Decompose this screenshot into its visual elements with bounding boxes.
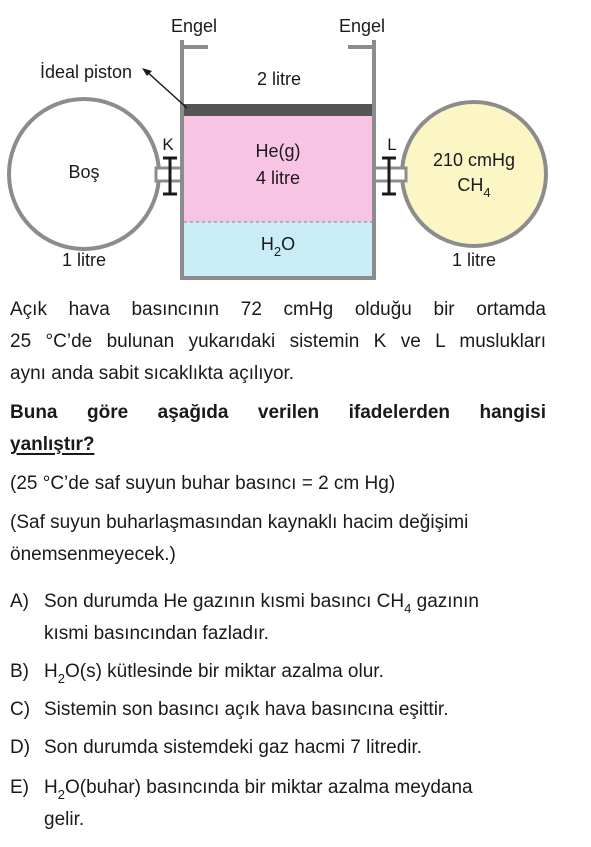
stopper-left-label: Engel xyxy=(171,16,217,36)
right-bulb-volume: 1 litre xyxy=(452,250,496,270)
gas-volume-label: 4 litre xyxy=(256,168,300,188)
note-volume-line-1: (Saf suyun buharlaşmasından kaynaklı hac… xyxy=(10,512,469,533)
right-bulb-gas: CH4 xyxy=(457,175,490,200)
question-line-2: yanlıştır? xyxy=(10,429,546,461)
question-line-1: Buna göre aşağıda verilen ifadelerden ha… xyxy=(10,402,546,423)
right-bulb-pressure: 210 cmHg xyxy=(433,150,515,170)
option-e-line-1: H2O(buhar) basıncında bir miktar azalma … xyxy=(44,777,473,802)
valve-l xyxy=(382,156,396,196)
top-volume-label: 2 litre xyxy=(257,69,301,89)
option-d-text: Son durumda sistemdeki gaz hacmi 7 litre… xyxy=(44,737,423,758)
gas-name-label: He(g) xyxy=(255,141,300,161)
stopper-right-label: Engel xyxy=(339,16,385,36)
ideal-piston xyxy=(184,104,372,116)
apparatus-diagram: Engel Engel İdeal piston 2 litre K L Boş… xyxy=(7,16,548,280)
gas-region xyxy=(184,116,372,222)
valve-l-label: L xyxy=(387,135,396,154)
water-label: H2O xyxy=(261,234,295,259)
option-a-line-2: kısmi basıncından fazladır. xyxy=(44,623,269,644)
left-bulb-label: Boş xyxy=(68,162,99,182)
option-e-letter: E) xyxy=(10,777,29,798)
valve-k-label: K xyxy=(162,135,174,154)
piston-leader-line xyxy=(144,69,188,109)
option-c-text: Sistemin son basıncı açık hava basıncına… xyxy=(44,699,449,720)
note-vapor-pressure: (25 °C’de saf suyun buhar basıncı = 2 cm… xyxy=(10,473,396,494)
option-a-letter: A) xyxy=(10,591,29,612)
container-walls xyxy=(180,40,376,280)
intro-line-3: aynı anda sabit sıcaklıkta açılıyor. xyxy=(10,363,295,384)
right-bulb xyxy=(400,100,548,248)
option-e-line-2: gelir. xyxy=(44,809,85,830)
intro-line-2: 25 °C’de bulunan yukarıdaki sistemin K v… xyxy=(10,331,546,352)
option-b-text: H2O(s) kütlesinde bir miktar azalma olur… xyxy=(44,661,384,686)
option-c-letter: C) xyxy=(10,699,31,720)
option-b-letter: B) xyxy=(10,661,29,682)
water-region xyxy=(184,222,372,276)
piston-label: İdeal piston xyxy=(40,62,132,82)
question-emphasis: yanlıştır? xyxy=(10,434,95,455)
piston-leader-arrowhead xyxy=(142,68,152,76)
valve-k xyxy=(163,156,177,196)
left-bulb-volume: 1 litre xyxy=(62,250,106,270)
option-a-line-1: Son durumda He gazının kısmi basıncı CH4… xyxy=(44,591,479,616)
note-volume-line-2: önemsenmeyecek.) xyxy=(10,544,176,565)
option-d-letter: D) xyxy=(10,737,31,758)
intro-line-1: Açık hava basıncının 72 cmHg olduğu bir … xyxy=(10,299,546,320)
